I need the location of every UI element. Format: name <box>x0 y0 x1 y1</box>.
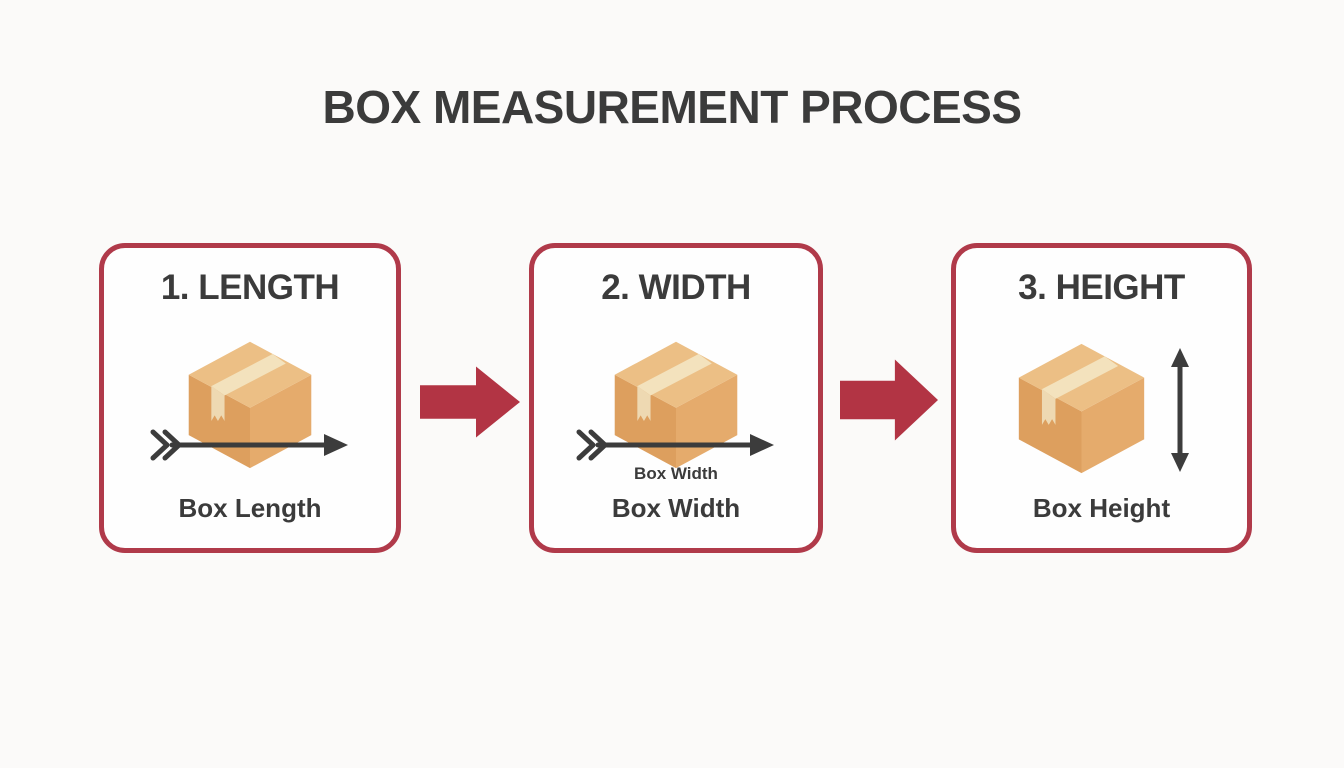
step-card-width: 2. WIDTH Box Width Box Width <box>529 243 823 553</box>
step-card-height: 3. HEIGHT Box Height <box>951 243 1252 553</box>
step-card-length: 1. LENGTH Box Length <box>99 243 401 553</box>
measure-arrow-horizontal-icon <box>150 427 350 463</box>
step-heading-length: 1. LENGTH <box>160 268 340 307</box>
flow-arrow-right-icon <box>840 352 938 448</box>
step-heading-height: 3. HEIGHT <box>1018 268 1185 307</box>
step-label-width: Box Width <box>611 493 741 523</box>
step-heading-width: 2. WIDTH <box>601 268 751 307</box>
step-label-length: Box Length <box>178 493 322 523</box>
page-title: BOX MEASUREMENT PROCESS <box>322 81 1022 133</box>
measure-arrow-vertical-icon <box>1164 347 1196 473</box>
flow-arrow-right-icon <box>420 360 520 444</box>
step-sublabel-width: Box Width <box>634 464 718 483</box>
step-label-height: Box Height <box>1032 493 1171 523</box>
measure-arrow-horizontal-icon <box>576 427 776 463</box>
cardboard-box-icon <box>1014 340 1149 475</box>
